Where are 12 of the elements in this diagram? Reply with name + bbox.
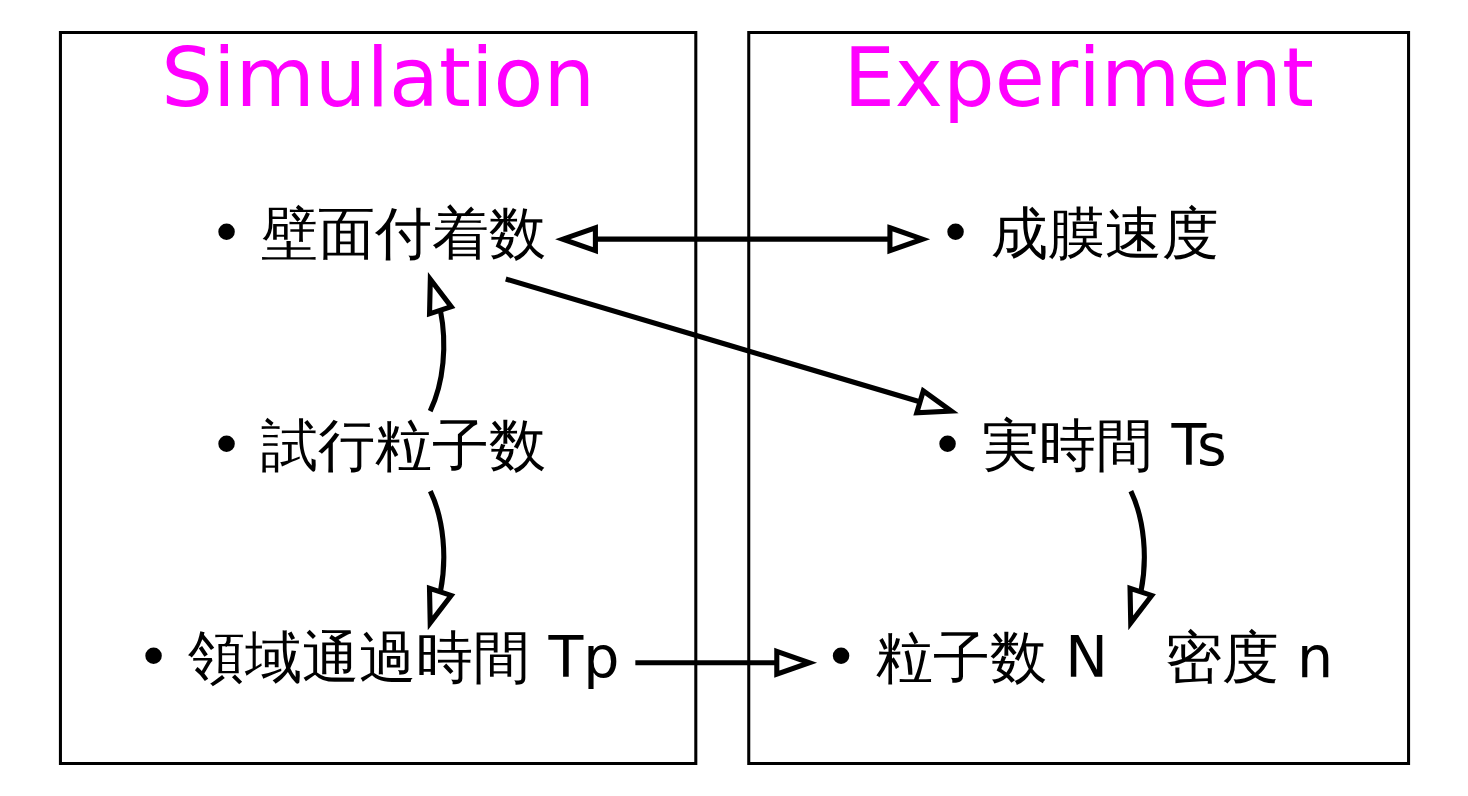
arrow <box>634 647 817 678</box>
node-text: • 試行粒子数 <box>209 412 547 478</box>
node-text: • 領域通過時間 Tp <box>136 623 620 690</box>
arrow <box>1126 490 1156 631</box>
node-text: • 実時間 Ts <box>930 412 1227 478</box>
node-text: • 成膜速度 <box>938 200 1219 267</box>
node-text: • 粒子数 N 密度 n <box>823 623 1333 690</box>
arrow <box>554 224 930 255</box>
arrow <box>426 271 455 413</box>
arrow <box>504 276 959 416</box>
node-text: • 壁面付着数 <box>209 200 547 267</box>
arrow <box>426 490 455 631</box>
